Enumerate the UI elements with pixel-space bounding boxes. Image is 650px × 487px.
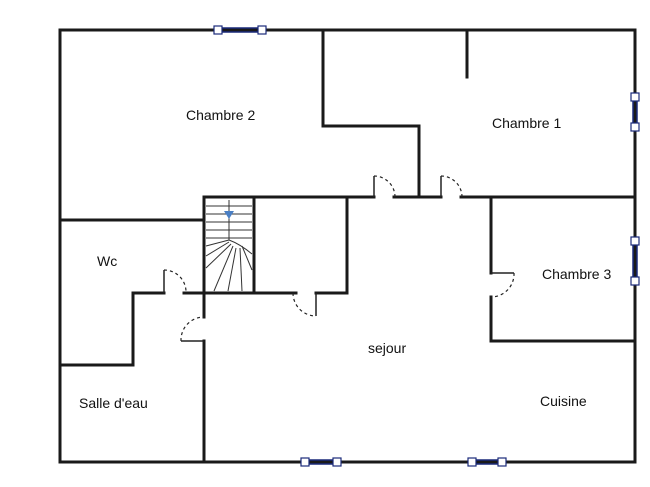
window-right-chambre1 [630,92,640,132]
door-placard[interactable] [292,292,317,317]
room-label-chambre1: Chambre 1 [492,115,562,131]
staircase [205,200,253,292]
room-label-chambre2: Chambre 2 [186,107,256,123]
room-label-sejour: sejour [368,340,407,356]
window-bottom-cuisine [467,457,507,467]
outer-walls [58,28,637,464]
window-right-chambre3 [630,236,640,286]
door-chambre2[interactable] [373,175,396,198]
door-wc[interactable] [163,269,187,294]
door-chambre3[interactable] [490,272,515,298]
room-label-chambre3: Chambre 3 [542,266,612,282]
room-label-wc: Wc [97,253,118,269]
door-salle-eau[interactable] [180,316,205,342]
room-label-cuisine: Cuisine [540,393,587,409]
door-chambre1[interactable] [440,175,463,198]
down-arrow-icon [224,211,234,219]
room-label-salle-eau: Salle d'eau [79,395,148,411]
window-top [213,25,267,35]
interior-walls [58,28,637,464]
window-bottom-sejour [300,457,342,467]
